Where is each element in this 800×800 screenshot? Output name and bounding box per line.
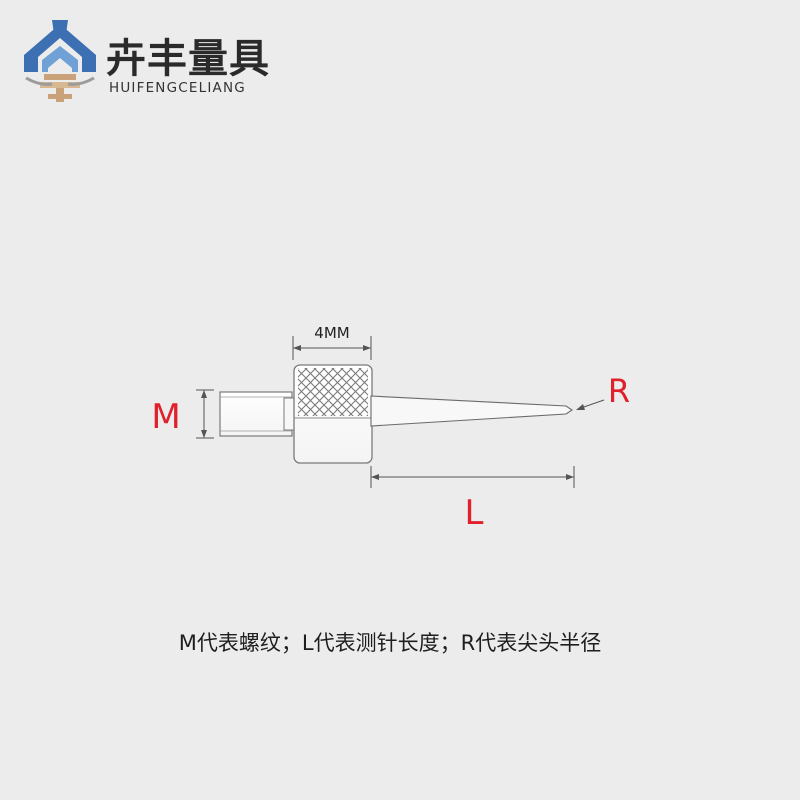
dim-arrow: [566, 474, 574, 480]
probe-drawing: 4MM M L R: [151, 324, 630, 533]
brand-logo: 卉丰量具 HUIFENGCELIANG: [24, 20, 270, 102]
logo-top-bar: [52, 20, 68, 34]
dim-label-4mm: 4MM: [314, 324, 349, 342]
label-r: R: [608, 372, 630, 410]
brand-name-en: HUIFENGCELIANG: [109, 80, 246, 96]
dim-arrow: [371, 474, 379, 480]
label-m: M: [151, 397, 180, 437]
brand-name-cn: 卉丰量具: [106, 36, 270, 82]
logo-inner-right: [60, 46, 78, 72]
logo-swoosh-left: [25, 76, 53, 86]
dim-arrow: [201, 390, 207, 398]
logo-swoosh-right: [67, 76, 95, 86]
label-l: L: [465, 493, 484, 533]
thread-section: [219, 391, 293, 437]
knurl-pattern: [298, 368, 368, 416]
caption-text: M代表螺纹；L代表测针长度；R代表尖头半径: [179, 631, 601, 655]
leader-arrow: [576, 404, 585, 410]
logo-inner-left: [42, 46, 60, 72]
logo-roof-left: [24, 24, 60, 72]
logo-base-bar-3: [48, 94, 72, 99]
stylus-taper: [370, 395, 573, 427]
logo-base-bar-1: [44, 74, 76, 80]
logo-roof-right: [60, 24, 96, 72]
dim-arrow: [363, 345, 371, 351]
logo-base-bar-2: [40, 82, 80, 88]
dim-arrow: [293, 345, 301, 351]
dim-arrow: [201, 430, 207, 438]
